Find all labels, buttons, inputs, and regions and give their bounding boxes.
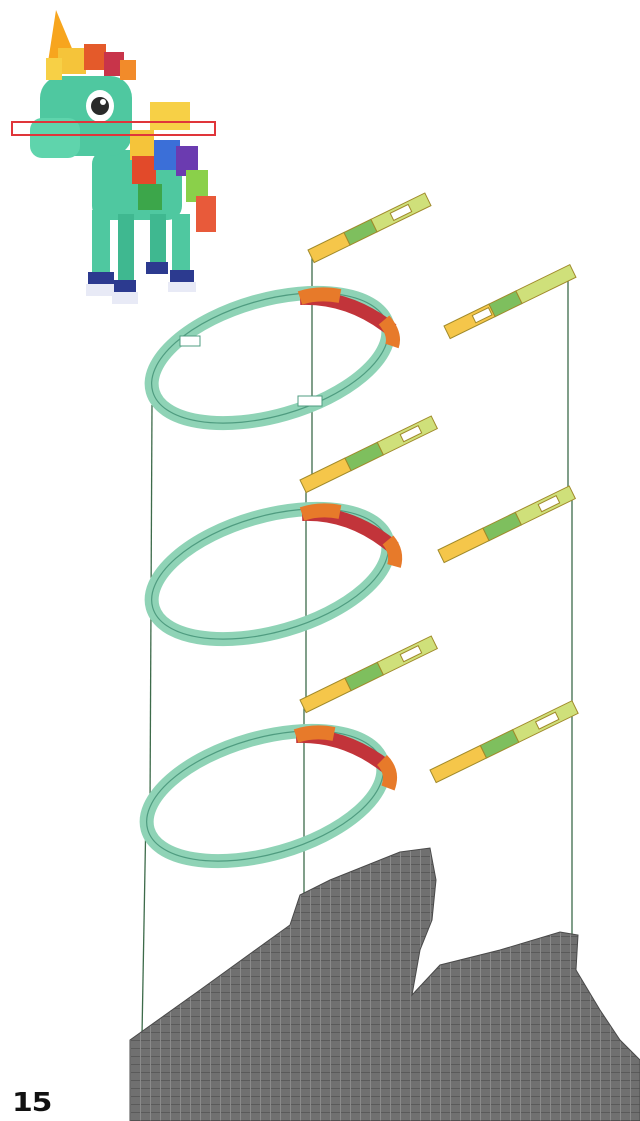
page-number: 15 [12,1088,51,1118]
ring-layer-3 [132,707,399,886]
bar-piece-group [300,193,578,783]
ring-layer-1 [137,269,404,448]
gray-base-structure [130,848,640,1121]
ring-layer-2 [137,485,404,664]
unicorn-reference-icon [12,10,216,304]
